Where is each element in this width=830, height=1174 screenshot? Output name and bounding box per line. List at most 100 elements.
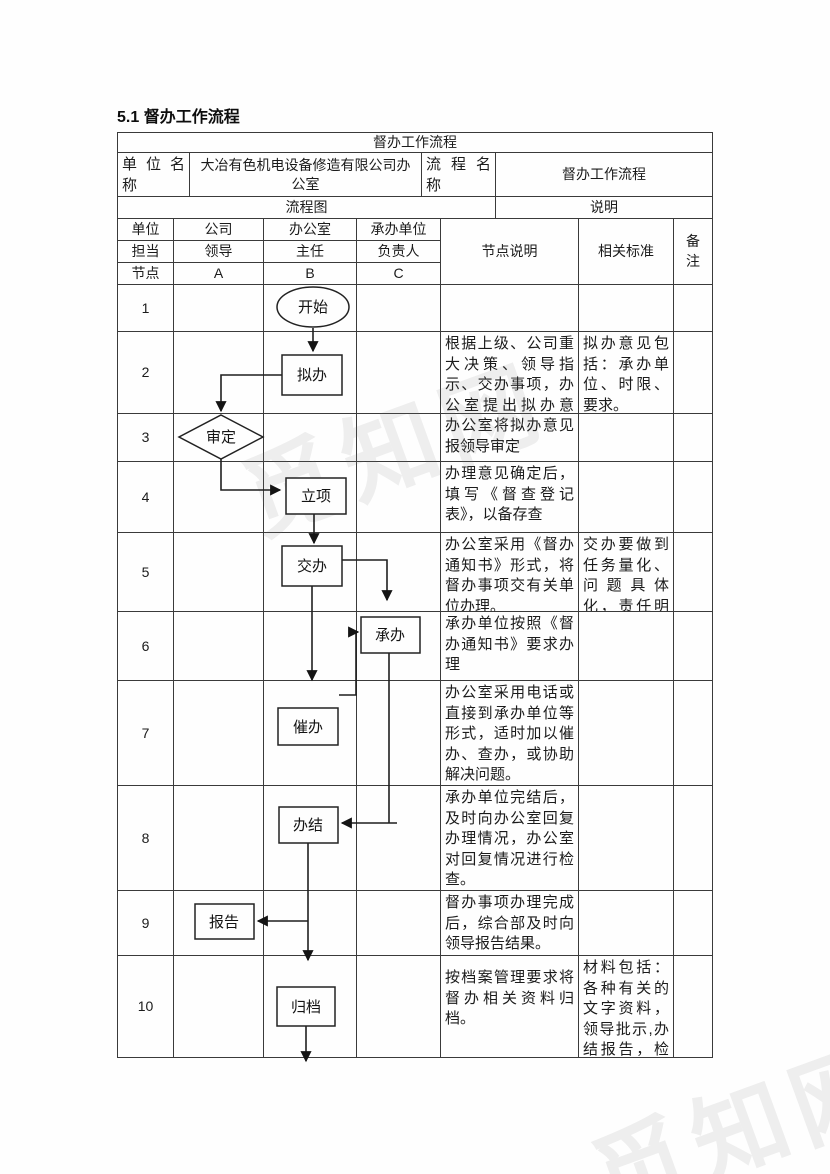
cell-desc-2: 根据上级、公司重大决策、领导指示、交办事项，办公室提出拟办意见。 [440,331,579,414]
cell-a-1 [173,284,264,332]
row-number: 4 [117,461,174,533]
node-description: 根据上级、公司重大决策、领导指示、交办事项，办公室提出拟办意见。 [445,335,574,414]
cell-desc-7: 办公室采用电话或直接到承办单位等形式，适时加以催办、查办，或协助解决问题。 [440,680,579,786]
cell-b-1 [263,284,357,332]
colhead-undertaker: 承办单位 [356,218,441,241]
cell-desc-9: 督办事项办理完成后，综合部及时向领导报告结果。 [440,890,579,956]
colhead-director: 主任 [263,240,357,263]
cell-note-1 [673,284,713,332]
colhead-standard: 相关标准 [578,218,674,285]
unit-name-value: 大冶有色机电设备修造有限公司办公室 [189,152,422,197]
cell-desc-10: 按档案管理要求将督办相关资料归档。 [440,955,579,1058]
related-standard: 材料包括：各种有关的文字资料，领导批示,办结报告，检查反馈等资 [583,959,669,1058]
cell-note-5 [673,532,713,612]
cell-std-8 [578,785,674,891]
related-standard: 拟办意见包括：承办单位、时限、要求。 [583,335,669,414]
colhead-company: 公司 [173,218,264,241]
colhead-node: 节点 [117,262,174,285]
related-standard: 交办要做到任务量化、问题具体化，责任明确化 [583,536,669,612]
cell-c-3 [356,413,441,462]
row-number: 6 [117,611,174,681]
colhead-leader: 领导 [173,240,264,263]
cell-b-4 [263,461,357,533]
flow-name-value: 督办工作流程 [495,152,713,197]
cell-c-8 [356,785,441,891]
row-number: 10 [117,955,174,1058]
cell-c-2 [356,331,441,414]
colhead-responsible: 负责人 [356,240,441,263]
cell-std-6 [578,611,674,681]
cell-std-2: 拟办意见包括：承办单位、时限、要求。 [578,331,674,414]
colhead-office: 办公室 [263,218,357,241]
node-description: 办公室采用电话或直接到承办单位等形式，适时加以催办、查办，或协助解决问题。 [445,684,574,783]
cell-std-4 [578,461,674,533]
cell-a-2 [173,331,264,414]
colhead-remark: 备注 [673,218,713,285]
node-description: 办理意见确定后，填写《督查登记表》，以备存查 [445,465,574,523]
row-number: 8 [117,785,174,891]
node-description: 按档案管理要求将督办相关资料归档。 [445,969,574,1027]
node-description: 办公室采用《督办通知书》形式，将督办事项交有关单位办理。 [445,536,574,612]
cell-b-10 [263,955,357,1058]
cell-c-6 [356,611,441,681]
cell-c-10 [356,955,441,1058]
unit-name-label: 单 位 名 称 [117,152,190,197]
row-number: 5 [117,532,174,612]
cell-b-9 [263,890,357,956]
cell-a-5 [173,532,264,612]
cell-a-6 [173,611,264,681]
cell-note-10 [673,955,713,1058]
cell-a-3 [173,413,264,462]
row-number: 2 [117,331,174,414]
colhead-unit: 单位 [117,218,174,241]
node-description: 承办单位完结后，及时向办公室回复办理情况，办公室对回复情况进行检查。 [445,789,574,888]
cell-desc-8: 承办单位完结后，及时向办公室回复办理情况，办公室对回复情况进行检查。 [440,785,579,891]
flow-name-label-text: 流 程 名 称 [426,156,491,194]
cell-a-8 [173,785,264,891]
node-description: 办公室将拟办意见报领导审定 [445,417,574,455]
cell-b-8 [263,785,357,891]
cell-a-10 [173,955,264,1058]
cell-c-9 [356,890,441,956]
cell-note-8 [673,785,713,891]
cell-b-2 [263,331,357,414]
row-number: 7 [117,680,174,786]
cell-b-5 [263,532,357,612]
colhead-c: C [356,262,441,285]
cell-b-6 [263,611,357,681]
colhead-duty: 担当 [117,240,174,263]
row-number: 3 [117,413,174,462]
cell-note-4 [673,461,713,533]
cell-std-10: 材料包括：各种有关的文字资料，领导批示,办结报告，检查反馈等资 [578,955,674,1058]
cell-std-5: 交办要做到任务量化、问题具体化，责任明确化 [578,532,674,612]
unit-name-label-text: 单 位 名 称 [122,156,185,194]
cell-a-9 [173,890,264,956]
cell-b-7 [263,680,357,786]
node-description: 承办单位按照《督办通知书》要求办理 [445,615,574,673]
cell-b-3 [263,413,357,462]
node-description: 督办事项办理完成后，综合部及时向领导报告结果。 [445,894,574,952]
row-number: 9 [117,890,174,956]
cell-std-7 [578,680,674,786]
cell-desc-5: 办公室采用《督办通知书》形式，将督办事项交有关单位办理。 [440,532,579,612]
cell-desc-6: 承办单位按照《督办通知书》要求办理 [440,611,579,681]
page-title: 5.1 督办工作流程 [117,109,240,126]
cell-std-3 [578,413,674,462]
cell-desc-1 [440,284,579,332]
cell-a-7 [173,680,264,786]
cell-note-6 [673,611,713,681]
cell-note-7 [673,680,713,786]
cell-note-3 [673,413,713,462]
table-title: 督办工作流程 [117,132,713,153]
row-number: 1 [117,284,174,332]
flow-name-label: 流 程 名 称 [421,152,496,197]
cell-c-4 [356,461,441,533]
colhead-remark-text: 备注 [685,232,700,269]
cell-std-1 [578,284,674,332]
cell-c-5 [356,532,441,612]
cell-a-4 [173,461,264,533]
cell-desc-4: 办理意见确定后，填写《督查登记表》，以备存查 [440,461,579,533]
cell-c-7 [356,680,441,786]
colhead-b: B [263,262,357,285]
